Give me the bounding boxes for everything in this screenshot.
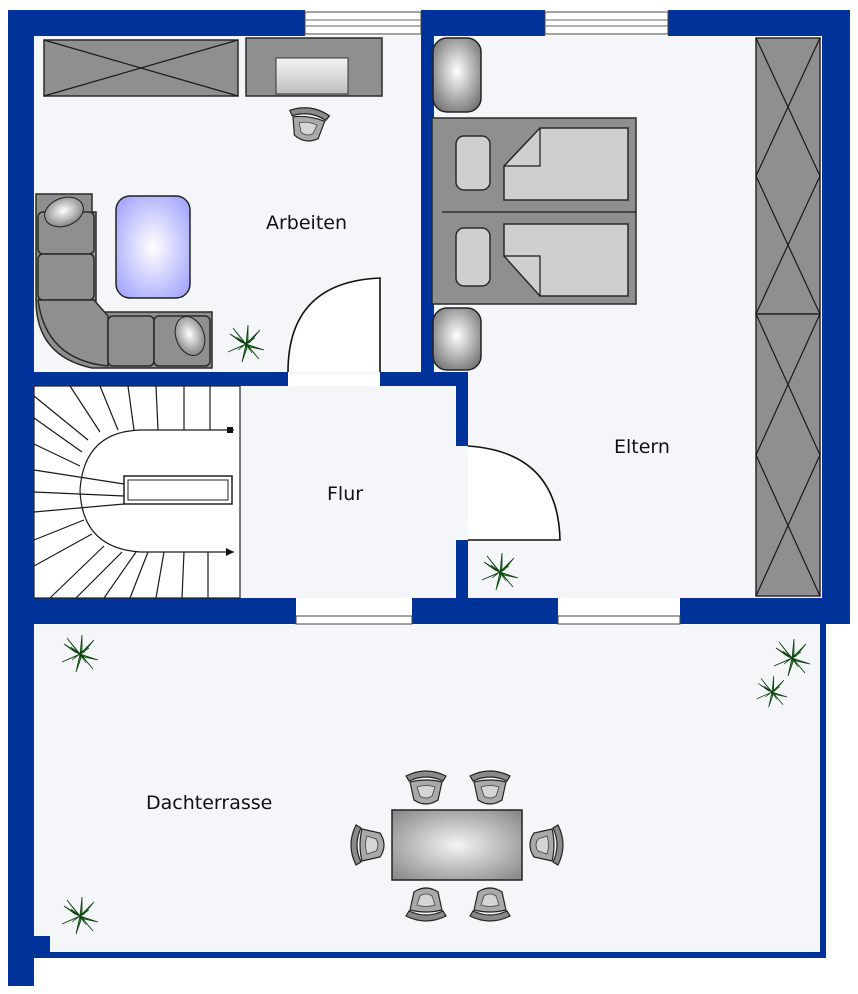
door-eltern — [467, 445, 561, 541]
desk — [245, 37, 383, 97]
wardrobe-arbeiten — [43, 39, 239, 97]
dining-table — [391, 809, 523, 881]
room-label-dachterrasse: Dachterrasse — [146, 792, 272, 814]
walls — [8, 10, 850, 986]
corner-sofa — [35, 193, 213, 369]
nightstand-bottom — [432, 307, 482, 371]
staircase — [33, 385, 241, 599]
door-arbeiten — [287, 277, 381, 373]
wardrobe-eltern — [755, 37, 821, 597]
room-label-arbeiten: Arbeiten — [266, 212, 347, 234]
room-label-eltern: Eltern — [614, 436, 670, 458]
room-label-flur: Flur — [327, 483, 363, 505]
windows — [295, 11, 681, 625]
nightstand-top — [432, 37, 482, 113]
bed — [431, 117, 637, 305]
glass-table — [115, 195, 191, 299]
